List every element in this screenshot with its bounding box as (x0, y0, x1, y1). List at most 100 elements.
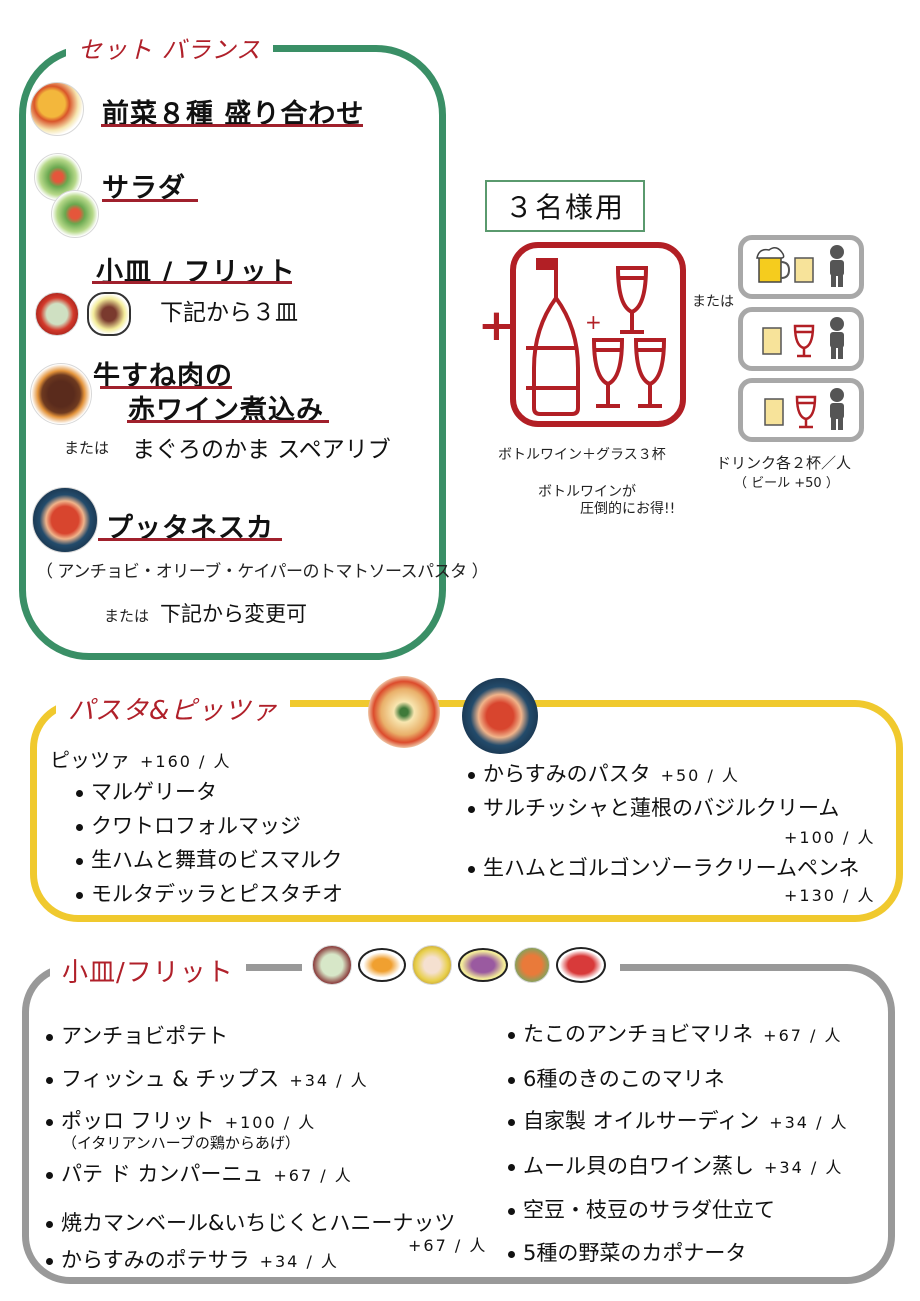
pasta-pizza-title: パスタ&ピッツァ (56, 690, 291, 727)
small-plate-item-price: +34 / 人 (769, 1113, 849, 1132)
pizza-price: +160 / 人 (140, 752, 232, 771)
small-plate-item-price: +67 / 人 (763, 1026, 843, 1045)
plate-image-1 (312, 945, 352, 985)
puttanesca-underline (98, 538, 282, 541)
bottle-caption: ボトルワイン＋グラス３杯 (498, 447, 666, 463)
set-balance-title: セット バランス (66, 30, 274, 65)
pizza-item-label: マルゲリータ (91, 780, 217, 804)
puttanesca-alt-prefix: または (104, 607, 150, 625)
small-plate-item-label: たこのアンチョビマリネ (523, 1022, 754, 1046)
bottle-wine-icon-frame (510, 242, 686, 427)
salad-underline (102, 199, 198, 202)
beef-stew-image (30, 363, 92, 425)
per-person-caption: ドリンク各２杯／人 (716, 454, 852, 472)
small-plate-item: アンチョビポテト (46, 1020, 228, 1050)
small-plate-item-price: +67 / 人 (408, 1236, 488, 1255)
beef-underline-1 (100, 386, 232, 389)
pizza-item: マルゲリータ (76, 776, 217, 806)
small-plate-item-subtitle: （イタリアンハーブの鶏からあげ） (62, 1134, 300, 1152)
small-plate-item: 焼カマンベール&いちじくとハニーナッツ (46, 1207, 455, 1237)
person-icon (830, 317, 844, 359)
pizza-item-label: クワトロフォルマッジ (91, 814, 301, 838)
pasta-item-label: からすみのパスタ (483, 762, 651, 786)
plate-image-4 (458, 948, 508, 982)
plate-image-2 (358, 948, 406, 982)
small-plates-images (302, 942, 620, 988)
pizza-item: クワトロフォルマッジ (76, 810, 301, 840)
small-plates-title: 小皿/フリット (50, 952, 246, 989)
pizza-item: 生ハムと舞茸のビスマルク (76, 844, 342, 874)
small-plate-item-label: 焼カマンベール&いちじくとハニーナッツ (61, 1211, 456, 1235)
small-plate-item-label: アンチョビポテト (61, 1024, 229, 1048)
plate-image-3 (412, 945, 452, 985)
small-plate-item-price: +100 / 人 (224, 1113, 317, 1132)
small-plate-item-label: パテ ド カンパーニュ (61, 1162, 264, 1186)
beer-glass-icon (794, 257, 814, 283)
beef-alt-label: まぐろのかま スペアリブ (132, 437, 391, 463)
small-plate-item-label: からすみのポテサラ (61, 1248, 250, 1272)
small-plate-item: パテ ド カンパーニュ+67 / 人 (46, 1158, 353, 1188)
pasta-item-price: +50 / 人 (660, 766, 740, 785)
pizza-item-label: 生ハムと舞茸のビスマルク (91, 848, 343, 872)
beef-underline-2 (127, 420, 329, 423)
puttanesca-description: （ アンチョビ・オリーブ・ケイパーのトマトソースパスタ ） (36, 562, 489, 582)
or-label: または (692, 294, 734, 310)
small-plate-item-label: ムール貝の白ワイン蒸し (523, 1154, 754, 1178)
pasta-image (462, 678, 538, 754)
bottle-note-line1: ボトルワインが (538, 484, 636, 500)
small-plate-item: 自家製 オイルサーディン +34 / 人 (508, 1105, 849, 1135)
drink-option-beer-wine (738, 307, 864, 371)
beer-mug-icon (756, 247, 791, 283)
small-plate-item-price: +34 / 人 (259, 1252, 339, 1271)
small-plate-item-price: +34 / 人 (764, 1158, 844, 1177)
bottle-note-line2: 圧倒的にお得!! (580, 501, 676, 517)
puttanesca-image (32, 487, 98, 553)
pasta-item-label: 生ハムとゴルゴンゾーラクリームペンネ (483, 856, 860, 880)
person-icon (830, 245, 844, 287)
drink-option-beer-wine-2 (738, 378, 864, 442)
plus-sign: + (478, 300, 515, 351)
persons-label-box: ３名様用 (485, 180, 645, 232)
beer-glass-icon (764, 398, 784, 426)
small-plate-item: たこのアンチョビマリネ +67 / 人 (508, 1018, 843, 1048)
wine-glass-icon (795, 395, 817, 429)
small-plate-image-2 (87, 292, 131, 336)
plate-image-6 (556, 947, 606, 983)
salad-label: サラダ (102, 173, 186, 204)
pasta-item-label: サルチッシャと蓮根のバジルクリーム (483, 796, 840, 820)
small-plate-item: からすみのポテサラ +34 / 人 (46, 1244, 339, 1274)
puttanesca-alt-label: 下記から変更可 (160, 602, 307, 626)
small-plate-item: フィッシュ & チップス +34 / 人 (46, 1063, 369, 1093)
small-plate-item: 空豆・枝豆のサラダ仕立て (508, 1194, 775, 1224)
small-plate-item-price: +34 / 人 (289, 1071, 369, 1090)
pizza-image (368, 676, 440, 748)
pizza-header-label: ピッツァ (50, 748, 130, 772)
small-plate-item-label: ポッロ フリット (61, 1109, 215, 1133)
pasta-item: 生ハムとゴルゴンゾーラクリームペンネ (468, 852, 860, 882)
salad-plate-image-2 (51, 190, 99, 238)
beef-alt-prefix: または (64, 439, 110, 457)
small-plate-item-label: 6種のきのこのマリネ (523, 1067, 725, 1091)
wine-glass-icon (793, 324, 815, 358)
beer-surcharge-note: （ ビール +50 ） (734, 476, 839, 491)
bottle-and-glasses-icon (526, 258, 667, 416)
small-plus-sign: + (585, 310, 602, 334)
pasta-item-price: +130 / 人 (784, 886, 876, 905)
pizza-item-label: モルタデッラとピスタチオ (91, 882, 343, 906)
appetizer-underline (101, 124, 363, 127)
small-plate-item-label: 空豆・枝豆のサラダ仕立て (523, 1198, 775, 1222)
person-icon (830, 388, 844, 430)
plate-image-5 (514, 947, 550, 983)
pizza-item: モルタデッラとピスタチオ (76, 878, 343, 908)
drink-option-beer-beer (738, 235, 864, 299)
small-plate-item-label: 自家製 オイルサーディン (523, 1109, 760, 1133)
small-plate-item: ムール貝の白ワイン蒸し +34 / 人 (508, 1150, 843, 1180)
small-plate-underline (92, 281, 292, 284)
small-plate-note: 下記から３皿 (160, 300, 298, 326)
beer-glass-icon (762, 327, 782, 355)
appetizer-plate-image (30, 82, 84, 136)
small-plate-item: 6種のきのこのマリネ (508, 1063, 725, 1093)
small-plate-item-label: フィッシュ & チップス (61, 1067, 280, 1091)
pizza-header: ピッツァ +160 / 人 (50, 744, 232, 773)
small-plate-item-label: 5種の野菜のカポナータ (523, 1241, 747, 1265)
